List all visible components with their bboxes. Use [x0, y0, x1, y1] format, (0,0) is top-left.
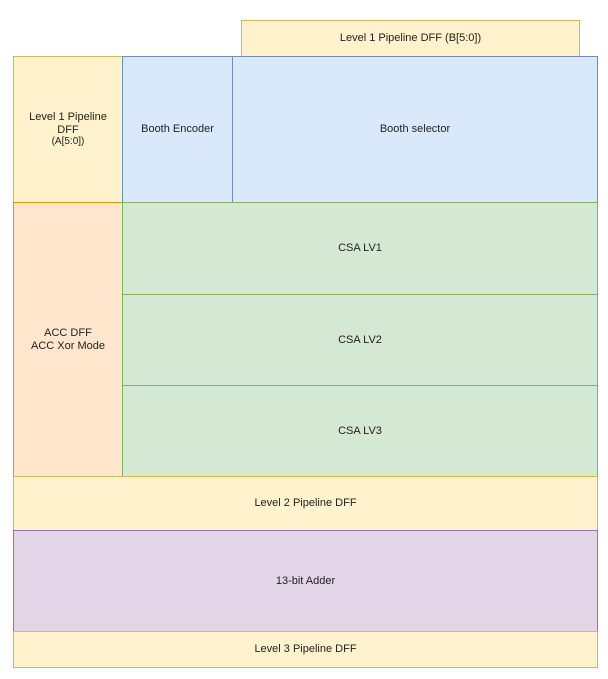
level3-dff-label: Level 3 Pipeline DFF — [254, 643, 357, 656]
level3-dff-block: Level 3 Pipeline DFF — [13, 631, 598, 668]
level1-dff-a-block: Level 1 Pipeline DFF (A[5:0]) — [13, 56, 123, 203]
level1-dff-b-label: Level 1 Pipeline DFF (B[5:0]) — [339, 32, 482, 45]
csa-lv1-block: CSA LV1 — [122, 202, 598, 295]
level1-dff-a-label-line2: DFF — [57, 123, 79, 136]
booth-encoder-block: Booth Encoder — [122, 56, 233, 203]
level2-dff-label: Level 2 Pipeline DFF — [254, 497, 357, 510]
csa-lv2-block: CSA LV2 — [122, 294, 598, 386]
level2-dff-block: Level 2 Pipeline DFF — [13, 476, 598, 531]
acc-dff-block: ACC DFF ACC Xor Mode — [13, 202, 123, 477]
acc-dff-label-line2: ACC Xor Mode — [31, 339, 105, 352]
booth-encoder-label: Booth Encoder — [141, 123, 214, 136]
level1-dff-a-label-line3: (A[5:0]) — [51, 136, 85, 148]
booth-selector-label: Booth selector — [379, 123, 451, 136]
csa-lv2-label: CSA LV2 — [338, 333, 382, 346]
csa-lv3-label: CSA LV3 — [338, 424, 382, 437]
booth-selector-block: Booth selector — [232, 56, 598, 203]
csa-lv3-block: CSA LV3 — [122, 385, 598, 477]
level1-dff-b-block: Level 1 Pipeline DFF (B[5:0]) — [241, 20, 580, 57]
adder-block: 13-bit Adder — [13, 530, 598, 632]
level1-dff-a-label-line1: Level 1 Pipeline — [29, 111, 107, 124]
csa-lv1-label: CSA LV1 — [338, 242, 382, 255]
acc-dff-label-line1: ACC DFF — [44, 326, 92, 339]
adder-label: 13-bit Adder — [275, 574, 336, 587]
